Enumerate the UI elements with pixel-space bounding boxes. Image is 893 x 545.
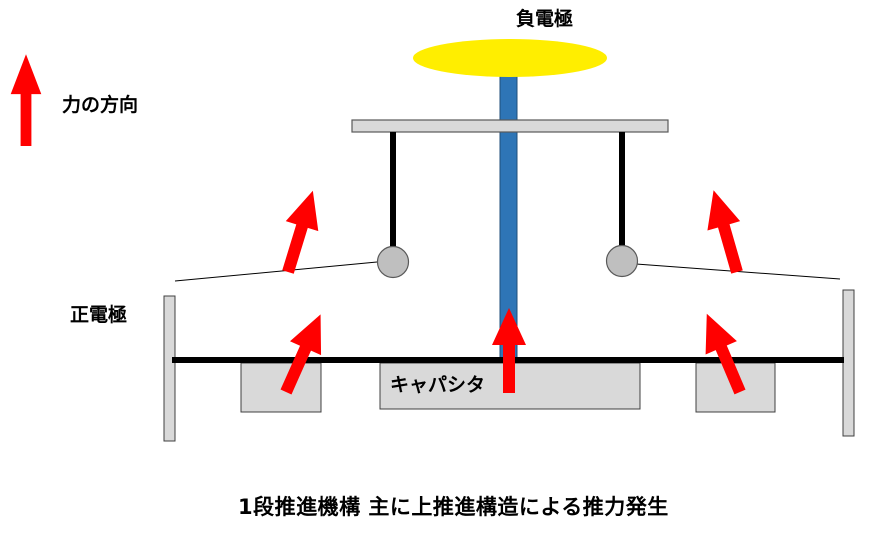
right-positive-plate [842, 289, 855, 437]
left-block [240, 362, 322, 413]
top-crossbar [351, 119, 669, 133]
force-arrow-upper-right [697, 185, 754, 277]
negative-electrode [413, 39, 607, 77]
force-arrow-upper-left [271, 185, 330, 277]
left-positive-plate [163, 295, 176, 442]
left-ball [376, 245, 410, 279]
left-hanger-rod [390, 132, 396, 247]
capacitor-label: キャパシタ [390, 374, 486, 396]
positive-electrode-label: 正電極 [70, 304, 128, 326]
diagram-caption: 1段推進機構 主に上推進構造による推力発生 [238, 495, 669, 519]
right-hanger-rod [619, 132, 625, 247]
force-direction-label: 力の方向 [62, 94, 139, 116]
negative-electrode-label: 負電極 [516, 8, 574, 30]
right-ball [605, 244, 639, 278]
legend-arrow [10, 54, 42, 146]
left-wire [174, 261, 378, 282]
